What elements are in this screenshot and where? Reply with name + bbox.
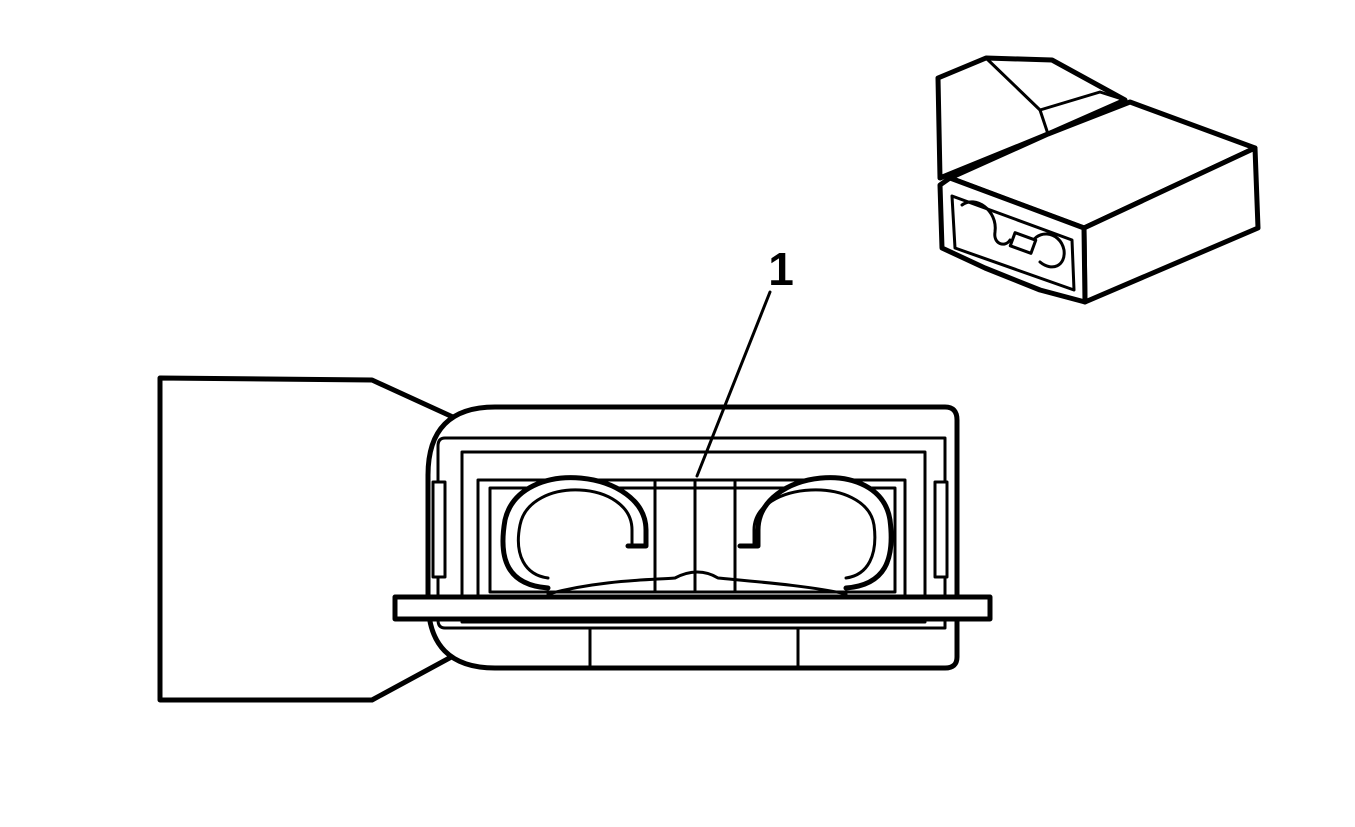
harness-boot [157,375,458,703]
connector-front-opening [950,194,1076,292]
latch-right [933,480,949,579]
housing-inner-frame-2 [460,450,927,624]
terminal-loop-left-front [500,475,649,591]
callout-label: 1 [768,243,794,295]
latch-left [431,480,447,579]
terminal-loop-right [1028,232,1066,269]
callout-1: 1 [695,243,794,478]
connector-front-view [157,375,993,703]
terminal-loop-right-inner [752,488,877,580]
cavity-floor-bump [546,570,848,596]
terminal-loop-left [960,200,1012,246]
callout-leader-line [695,290,772,478]
terminal-tab [1008,231,1038,255]
housing-bottom-segments [588,626,800,670]
connector-isometric-view [935,55,1261,305]
terminal-loop-left-inner [516,488,634,580]
hood-band [1038,90,1127,112]
position-assurance-bar [392,594,993,622]
cavity-inner [488,486,897,594]
